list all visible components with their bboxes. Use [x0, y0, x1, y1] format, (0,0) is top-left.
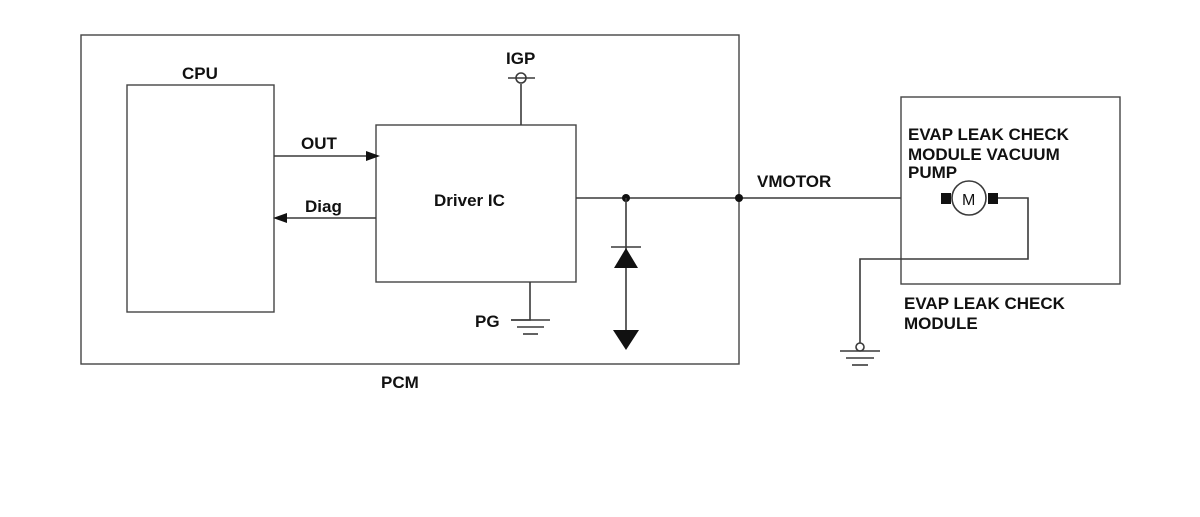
- diag-signal-label: Diag: [305, 197, 342, 216]
- evap-module-box: [900, 96, 1121, 285]
- pcm-label: PCM: [381, 373, 419, 392]
- motor-symbol-label: M: [962, 192, 975, 209]
- pump-label-line-1: EVAP LEAK CHECK: [908, 125, 1070, 144]
- vmotor-label: VMOTOR: [757, 172, 831, 191]
- motor-terminal-left: [941, 193, 951, 204]
- igp-label: IGP: [506, 49, 535, 68]
- out-arrow-head: [366, 151, 380, 161]
- pump-label-line-2: MODULE VACUUM: [908, 145, 1060, 164]
- module-label-line-1: EVAP LEAK CHECK: [904, 294, 1066, 313]
- driver-ic-label: Driver IC: [434, 191, 505, 210]
- module-label-line-2: MODULE: [904, 314, 978, 333]
- motor-return-wire: [859, 197, 1029, 343]
- cpu-label: CPU: [182, 64, 218, 83]
- cpu-box: [126, 84, 275, 313]
- module-ground-terminal-icon: [855, 342, 865, 352]
- pump-label-line-3: PUMP: [908, 163, 957, 182]
- out-signal-label: OUT: [301, 134, 338, 153]
- igp-terminal-icon: [515, 72, 527, 84]
- pg-label: PG: [475, 312, 500, 331]
- motor-terminal-right: [988, 193, 998, 204]
- driver-ic-box: [375, 124, 577, 283]
- motor-icon: [951, 180, 987, 216]
- diode-ground-arrow-icon: [613, 330, 639, 350]
- diode-symbol-icon: [614, 248, 638, 268]
- diag-arrow-head: [273, 213, 287, 223]
- junction-node-connector: [735, 194, 743, 202]
